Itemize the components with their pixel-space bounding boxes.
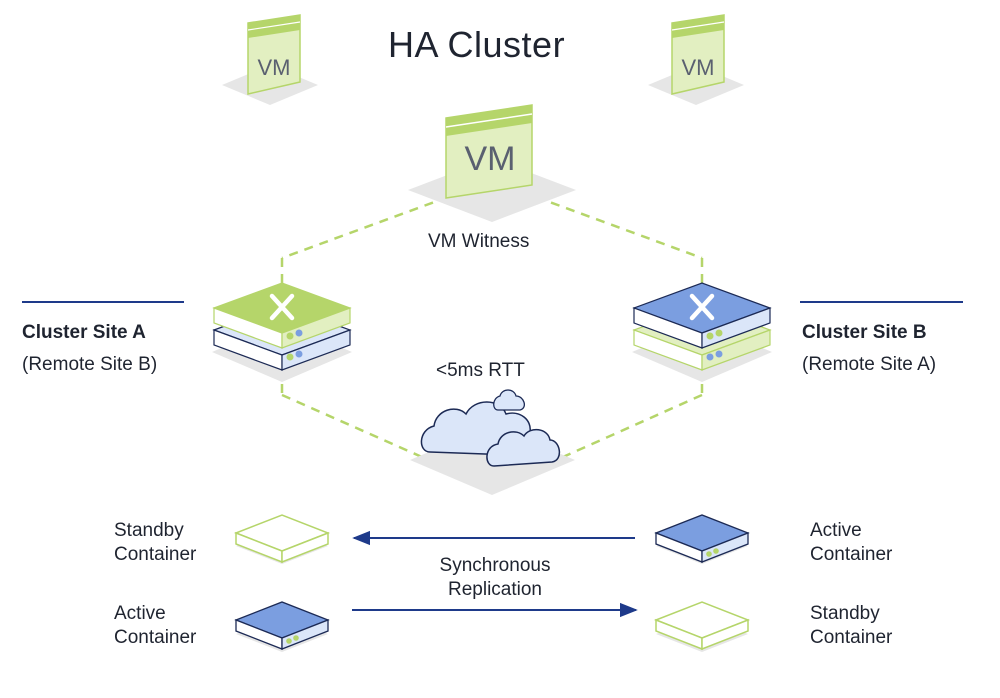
svg-text:VM: VM xyxy=(682,55,715,80)
container-label-right-top-line1: Active xyxy=(810,520,862,541)
container-label-left-top-line2: Container xyxy=(114,544,197,565)
site-b-name: Cluster Site B xyxy=(802,322,927,343)
dashed-link-site-b-to-cloud xyxy=(544,393,703,467)
container-active-right-top xyxy=(654,514,750,564)
site-a-name: Cluster Site A xyxy=(22,322,146,343)
container-label-left-bottom: Active Container xyxy=(114,602,196,650)
container-standby-left-top xyxy=(233,514,331,564)
witness-connections xyxy=(281,195,703,467)
container-label-left-top-line1: Standby xyxy=(114,520,184,541)
server-stack-site-b xyxy=(632,282,772,382)
rtt-label: <5ms RTT xyxy=(436,360,525,381)
diagram-title: HA Cluster xyxy=(388,24,566,65)
site-b-remote: (Remote Site A) xyxy=(802,354,937,375)
dashed-link-witness-to-site-a xyxy=(281,195,449,260)
container-label-right-bottom-line1: Standby xyxy=(810,603,880,624)
dashed-link-site-a-to-cloud xyxy=(281,393,441,467)
witness-label: VM Witness xyxy=(428,231,530,252)
container-label-right-top-line2: Container xyxy=(810,544,893,565)
svg-text:VM: VM xyxy=(258,55,291,80)
vm-icon-top-left: VM xyxy=(222,14,318,105)
container-label-right-bottom: Standby Container xyxy=(810,602,892,650)
dashed-link-witness-to-site-b xyxy=(535,195,703,260)
container-label-left-bottom-line2: Container xyxy=(114,627,197,648)
container-label-right-bottom-line2: Container xyxy=(810,627,893,648)
server-stack-site-a xyxy=(212,282,352,382)
container-label-left-bottom-line1: Active xyxy=(114,603,166,624)
container-standby-right-bottom xyxy=(653,601,751,652)
vm-icon-top-right: VM xyxy=(648,14,744,105)
container-active-left-bottom xyxy=(234,601,330,652)
replication-label: Synchronous Replication xyxy=(400,554,590,602)
site-a-remote: (Remote Site B) xyxy=(22,354,158,375)
replication-label-line2: Replication xyxy=(448,579,542,600)
container-label-left-top: Standby Container xyxy=(114,519,196,567)
replication-label-line1: Synchronous xyxy=(439,555,551,576)
container-label-right-top: Active Container xyxy=(810,519,892,567)
vm-witness-icon: VM xyxy=(408,104,576,222)
cloud-icon xyxy=(410,389,575,495)
svg-text:VM: VM xyxy=(465,140,516,178)
